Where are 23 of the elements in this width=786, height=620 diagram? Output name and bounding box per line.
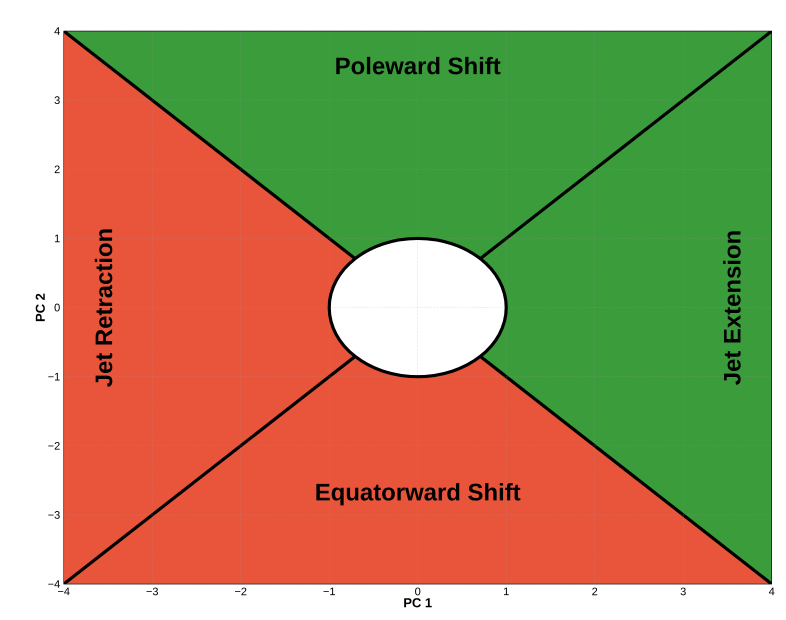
y-tick-label: −1 — [48, 372, 60, 380]
x-tick-label: 4 — [768, 588, 774, 596]
x-tick-label: −3 — [146, 588, 158, 596]
x-axis-title: PC 1 — [404, 598, 432, 608]
y-tick-label: −4 — [48, 580, 60, 588]
x-tick-label: 2 — [592, 588, 598, 596]
x-tick-label: −1 — [324, 588, 335, 596]
region-label: Jet Retraction — [94, 229, 112, 387]
x-tick-label: 0 — [415, 588, 420, 596]
x-tick-label: 1 — [504, 588, 509, 596]
y-tick-label: 0 — [54, 304, 60, 312]
region-label: Poleward Shift — [336, 56, 500, 74]
y-tick-label: 3 — [54, 96, 60, 104]
y-tick-label: −2 — [48, 442, 60, 450]
y-tick-label: 2 — [54, 165, 60, 174]
x-tick-label: −2 — [235, 588, 246, 596]
y-tick-label: 1 — [54, 234, 60, 242]
x-tick-label: 3 — [680, 588, 686, 596]
region-label: Equatorward Shift — [316, 483, 520, 506]
y-tick-label: −3 — [48, 511, 60, 519]
y-axis-title: PC 2 — [36, 294, 45, 322]
region-label: Jet Extension — [723, 231, 741, 385]
y-tick-label: 4 — [54, 27, 60, 35]
